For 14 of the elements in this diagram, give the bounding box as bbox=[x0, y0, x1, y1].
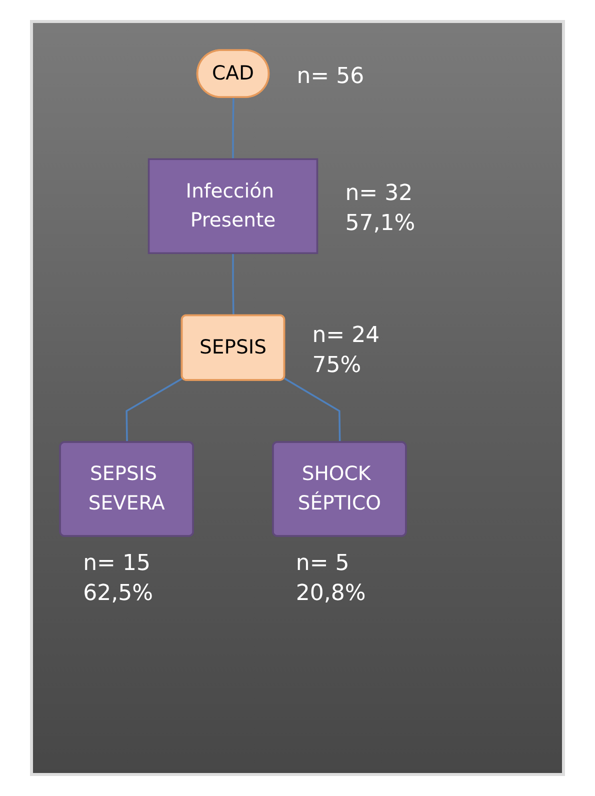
connector bbox=[126, 377, 184, 442]
connector bbox=[232, 253, 234, 316]
node-box: Infección Presente bbox=[148, 158, 318, 254]
connector bbox=[284, 377, 341, 442]
count-label: 57,1% bbox=[345, 210, 416, 238]
count-label: n= 56 bbox=[296, 62, 364, 91]
count-label: 62,5% bbox=[83, 580, 153, 608]
count-label: n= 32 bbox=[345, 180, 414, 208]
count-label: n= 15 bbox=[83, 550, 152, 578]
count-label: n= 24 bbox=[312, 322, 380, 350]
connector bbox=[232, 98, 234, 160]
count-label: 75% bbox=[312, 352, 362, 380]
count-label: n= 5 bbox=[296, 550, 350, 578]
count-label: 20,8% bbox=[296, 580, 366, 608]
